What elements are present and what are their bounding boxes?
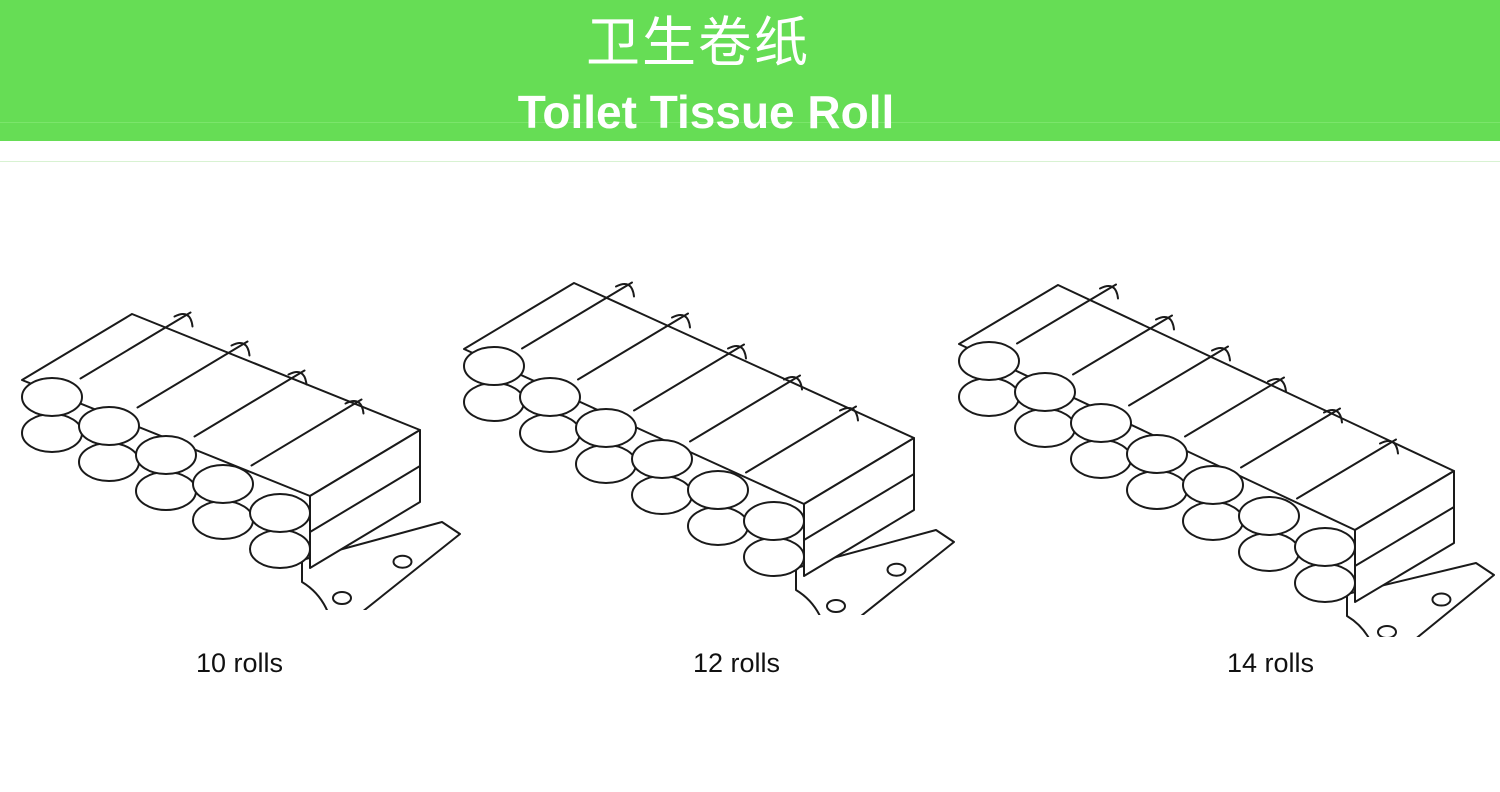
pack-10-rolls-drawing [21,311,461,610]
tab-hole [392,554,413,569]
roll-end [958,377,1020,417]
pack-tab [795,529,955,615]
roll-end [249,529,311,569]
side-panel-seam [1354,506,1455,567]
banner-divider [0,122,1500,123]
pack-14-rolls [955,262,1495,637]
wrap-fold [1379,440,1399,455]
roll-end [743,501,805,541]
roll-end [1294,527,1356,567]
tab-hole [332,591,352,605]
roll-end [1126,434,1188,474]
roll-end [21,413,83,453]
tab-hole [1377,625,1397,637]
roll-end [519,377,581,417]
roll-end [1182,501,1244,541]
roll-end [575,444,637,484]
pack-tab [301,521,461,610]
tab-hole [826,599,846,613]
roll-end [1014,372,1076,412]
roll-end [631,439,693,479]
roll-end [463,382,525,422]
roll-end [192,500,254,540]
wrap-fold [230,342,251,357]
roll-seam [136,340,249,409]
wrap-fold [1211,347,1231,362]
wrap-fold [1323,409,1343,424]
roll-seam [689,374,801,443]
roll-end [463,346,525,386]
wrap-fold [344,400,365,415]
roll-seam [250,398,363,467]
pack-12-rolls [460,275,970,615]
pack-label-12-rolls: 12 rolls [693,648,781,678]
roll-seam [1240,407,1341,469]
roll-end [1070,403,1132,443]
roll-end [1238,532,1300,572]
wrap-fold [671,314,691,329]
roll-end [1182,465,1244,505]
title-english: Toilet Tissue Roll [517,86,895,138]
pack-label-14-rolls: 14 rolls [1227,648,1315,678]
title-chinese: 卫生卷纸 [586,11,810,74]
header-underline [0,161,1500,162]
roll-seam [745,405,857,474]
pack-10-rolls [18,300,478,610]
roll-seam [1296,438,1397,500]
pack-label-10-rolls: 10 rolls [196,648,284,678]
roll-end [687,470,749,510]
roll-end [743,537,805,577]
pack-12-rolls-drawing [463,281,955,615]
roll-end [1014,408,1076,448]
tab-hole [886,562,907,577]
wrap-fold [783,376,803,391]
roll-end [1126,470,1188,510]
roll-end [78,442,140,482]
roll-end [249,493,311,533]
roll-end [687,506,749,546]
roll-end [1238,496,1300,536]
wrap-fold [173,313,194,328]
roll-seam [193,369,306,438]
roll-end [575,408,637,448]
roll-end [1294,563,1356,603]
pack-tab [1346,562,1495,637]
roll-seam [1016,283,1117,345]
side-panel-seam [309,465,421,533]
roll-seam [577,312,689,381]
wrap-fold [727,345,747,360]
wrap-fold [1267,378,1287,393]
roll-seam [633,343,745,412]
side-panel-seam [803,473,915,541]
roll-seam [79,311,192,380]
roll-end [958,341,1020,381]
wrap-fold [1099,285,1119,300]
roll-seam [1072,314,1173,376]
header-banner [0,0,1500,141]
tab-hole [1431,592,1452,607]
wrap-fold [287,371,308,386]
roll-end [135,471,197,511]
roll-end [135,435,197,475]
roll-end [631,475,693,515]
roll-end [519,413,581,453]
wrap-fold [615,283,635,298]
roll-end [192,464,254,504]
roll-seam [1128,345,1229,407]
roll-end [1070,439,1132,479]
roll-seam [1184,376,1285,438]
roll-seam [521,281,633,350]
wrap-fold [839,407,859,422]
wrap-fold [1155,316,1175,331]
roll-end [78,406,140,446]
pack-14-rolls-drawing [958,283,1495,637]
roll-end [21,377,83,417]
